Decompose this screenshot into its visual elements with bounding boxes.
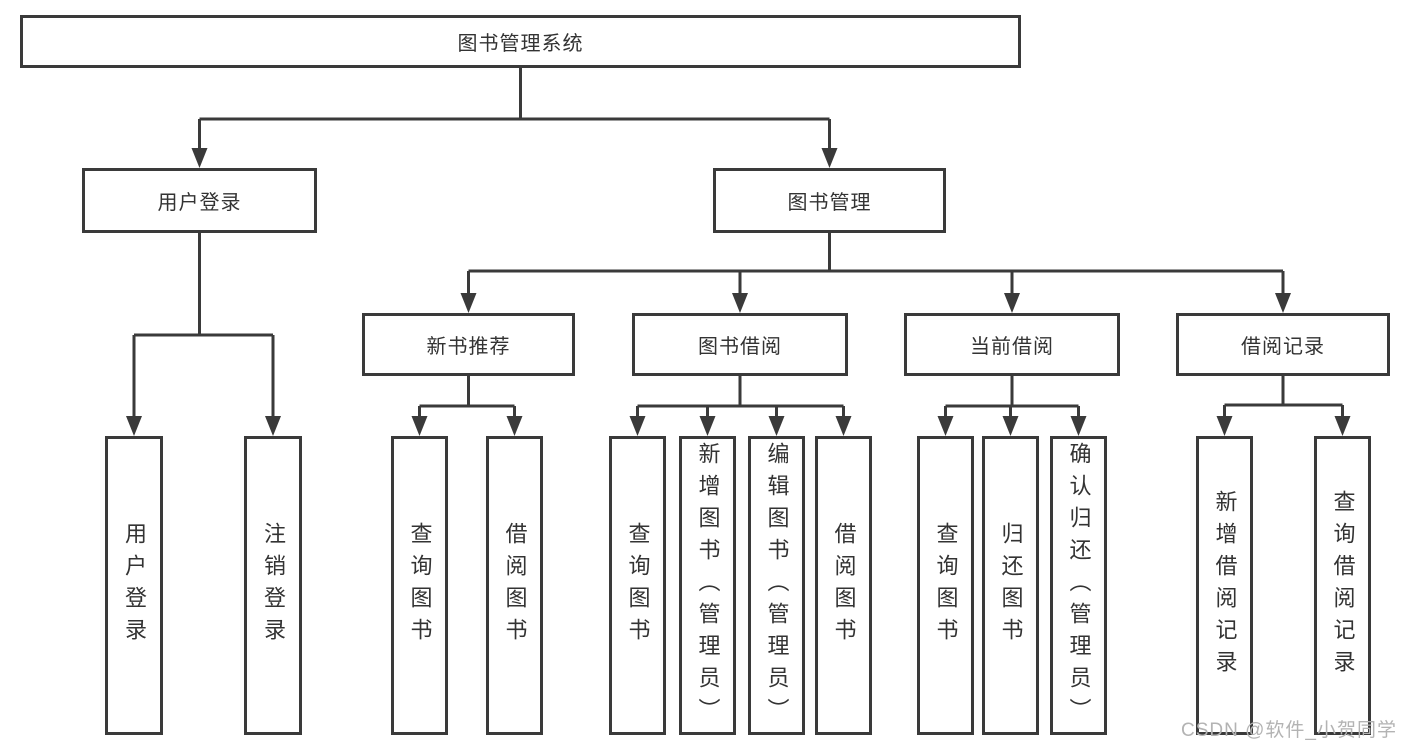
leaf-logout: 注销登录: [244, 436, 302, 735]
leaf-query-borrow-record: 查询借阅记录: [1314, 436, 1371, 735]
watermark: CSDN @软件_小贺同学: [1181, 720, 1397, 741]
leaf-borrow-books: 借阅图书: [815, 436, 872, 735]
node-root-library-system: 图书管理系统: [20, 15, 1021, 68]
node-user-login-module: 用户登录: [82, 168, 317, 233]
node-book-borrow: 图书借阅: [632, 313, 848, 376]
leaf-edit-books-admin: 编辑图书（管理员）: [748, 436, 805, 735]
leaf-confirm-return-admin: 确认归还（管理员）: [1050, 436, 1107, 735]
leaf-return-books: 归还图书: [982, 436, 1039, 735]
leaf-query-books-current: 查询图书: [917, 436, 974, 735]
leaf-borrow-books-recommend: 借阅图书: [486, 436, 543, 735]
node-borrow-records: 借阅记录: [1176, 313, 1390, 376]
leaf-query-books-borrow: 查询图书: [609, 436, 666, 735]
leaf-query-books-recommend: 查询图书: [391, 436, 448, 735]
node-current-borrow: 当前借阅: [904, 313, 1120, 376]
leaf-add-borrow-record: 新增借阅记录: [1196, 436, 1253, 735]
leaf-add-books-admin: 新增图书（管理员）: [679, 436, 736, 735]
node-book-management-module: 图书管理: [713, 168, 946, 233]
node-new-book-recommend: 新书推荐: [362, 313, 575, 376]
leaf-user-login: 用户登录: [105, 436, 163, 735]
